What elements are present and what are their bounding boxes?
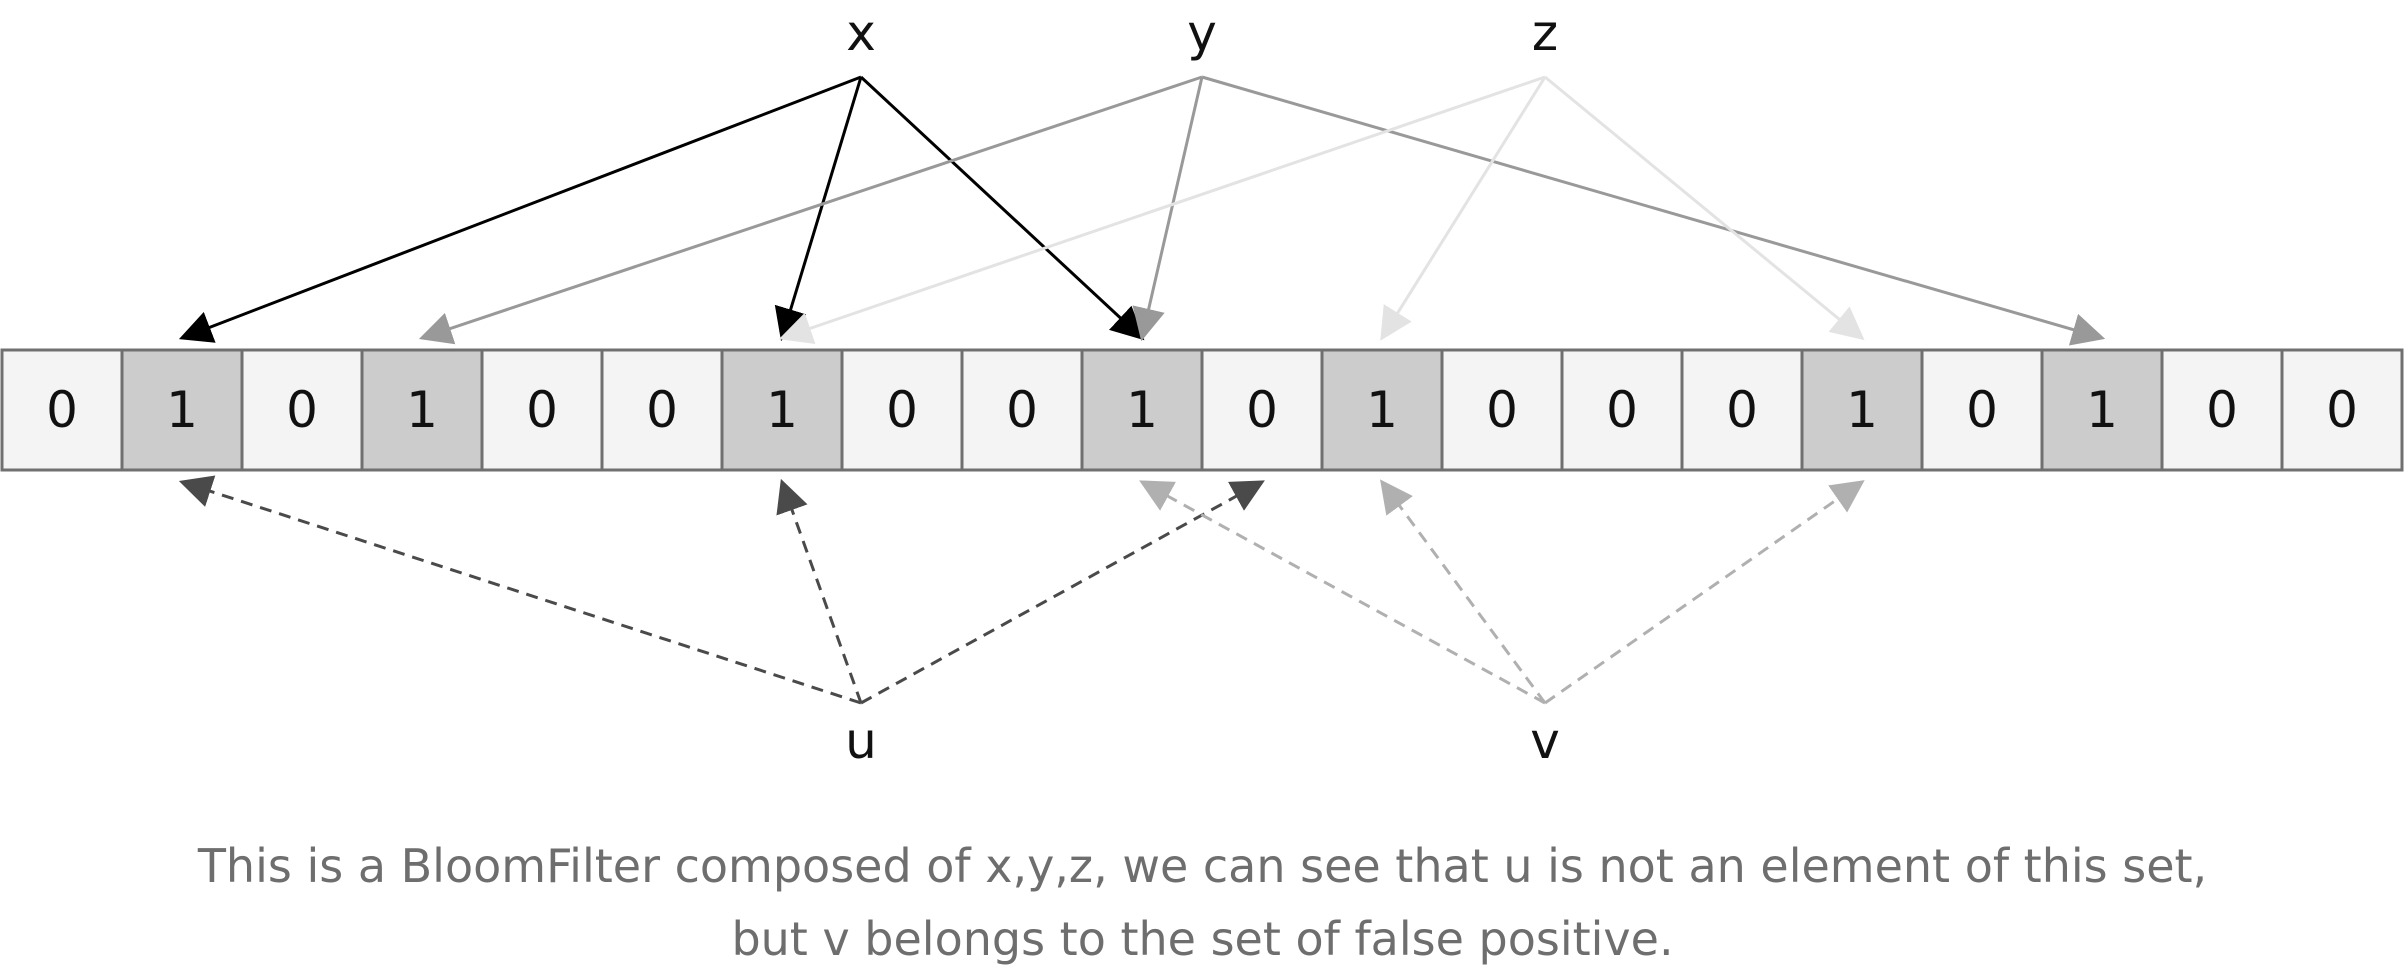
bit-value: 0 xyxy=(46,381,78,439)
bit-value: 0 xyxy=(2206,381,2238,439)
bit-value: 0 xyxy=(1606,381,1638,439)
arrow-x-to-bit-6 xyxy=(774,76,863,342)
arrow-z-to-bit-15 xyxy=(1544,75,1865,341)
arrow-v-to-bit-9 xyxy=(1139,480,1546,705)
bit-cell-12: 0 xyxy=(1440,348,1564,472)
hash-arrows xyxy=(178,75,2106,705)
bit-cell-19: 0 xyxy=(2280,348,2404,472)
bit-value: 1 xyxy=(406,381,438,439)
bit-cell-8: 0 xyxy=(960,348,1084,472)
bit-cell-9: 1 xyxy=(1080,348,1204,472)
arrow-v-to-bit-15 xyxy=(1544,480,1865,705)
bit-value: 0 xyxy=(1246,381,1278,439)
bit-value: 0 xyxy=(646,381,678,439)
bit-cell-17: 1 xyxy=(2040,348,2164,472)
bit-cell-1: 1 xyxy=(120,348,244,472)
bit-cell-10: 0 xyxy=(1200,348,1324,472)
bit-array: 0 1 0 1 0 0 1 0 0 1 0 1 0 0 0 1 0 1 0 0 xyxy=(0,348,2404,472)
bit-value: 1 xyxy=(1846,381,1878,439)
arrow-y-to-bit-17 xyxy=(1201,75,2106,346)
arrow-z-to-bit-11 xyxy=(1380,76,1547,341)
bit-value: 1 xyxy=(766,381,798,439)
arrow-u-to-bit-1 xyxy=(178,475,862,705)
bit-value: 0 xyxy=(2326,381,2358,439)
bit-cell-16: 0 xyxy=(1920,348,2044,472)
bit-cell-5: 0 xyxy=(600,348,724,472)
bit-value: 0 xyxy=(1486,381,1518,439)
bit-cell-4: 0 xyxy=(480,348,604,472)
bit-value: 1 xyxy=(2086,381,2118,439)
bit-cell-0: 0 xyxy=(0,348,124,472)
arrow-z-to-bit-6 xyxy=(778,75,1546,344)
element-label-z: z xyxy=(1532,4,1558,62)
arrow-u-to-bit-6 xyxy=(776,478,863,704)
element-labels: x y z u v xyxy=(845,4,1560,770)
arrow-y-to-bit-9 xyxy=(1132,76,1204,342)
bit-value: 0 xyxy=(886,381,918,439)
bit-value: 0 xyxy=(1966,381,1998,439)
bit-cell-13: 0 xyxy=(1560,348,1684,472)
element-label-y: y xyxy=(1187,4,1217,62)
arrow-y-to-bit-3 xyxy=(418,75,1203,345)
bit-value: 1 xyxy=(1366,381,1398,439)
bit-cell-14: 0 xyxy=(1680,348,1804,472)
bit-value: 1 xyxy=(166,381,198,439)
bit-cell-6: 1 xyxy=(720,348,844,472)
bit-cell-15: 1 xyxy=(1800,348,1924,472)
arrow-x-to-bit-1 xyxy=(178,75,862,343)
bit-cell-3: 1 xyxy=(360,348,484,472)
bit-value: 0 xyxy=(1006,381,1038,439)
arrow-v-to-bit-11 xyxy=(1380,479,1547,704)
bit-value: 1 xyxy=(1126,381,1158,439)
caption-line-1: This is a BloomFilter composed of x,y,z,… xyxy=(197,839,2208,893)
bit-value: 0 xyxy=(1726,381,1758,439)
element-label-x: x xyxy=(846,4,876,62)
bit-cell-18: 0 xyxy=(2160,348,2284,472)
bit-value: 0 xyxy=(526,381,558,439)
arrow-u-to-bit-10 xyxy=(860,480,1265,705)
bit-cell-7: 0 xyxy=(840,348,964,472)
element-label-u: u xyxy=(845,712,877,770)
caption-line-2: but v belongs to the set of false positi… xyxy=(731,912,1674,966)
bit-cell-2: 0 xyxy=(240,348,364,472)
bit-cell-11: 1 xyxy=(1320,348,1444,472)
element-label-v: v xyxy=(1530,712,1560,770)
arrow-x-to-bit-9 xyxy=(859,75,1145,341)
bit-value: 0 xyxy=(286,381,318,439)
